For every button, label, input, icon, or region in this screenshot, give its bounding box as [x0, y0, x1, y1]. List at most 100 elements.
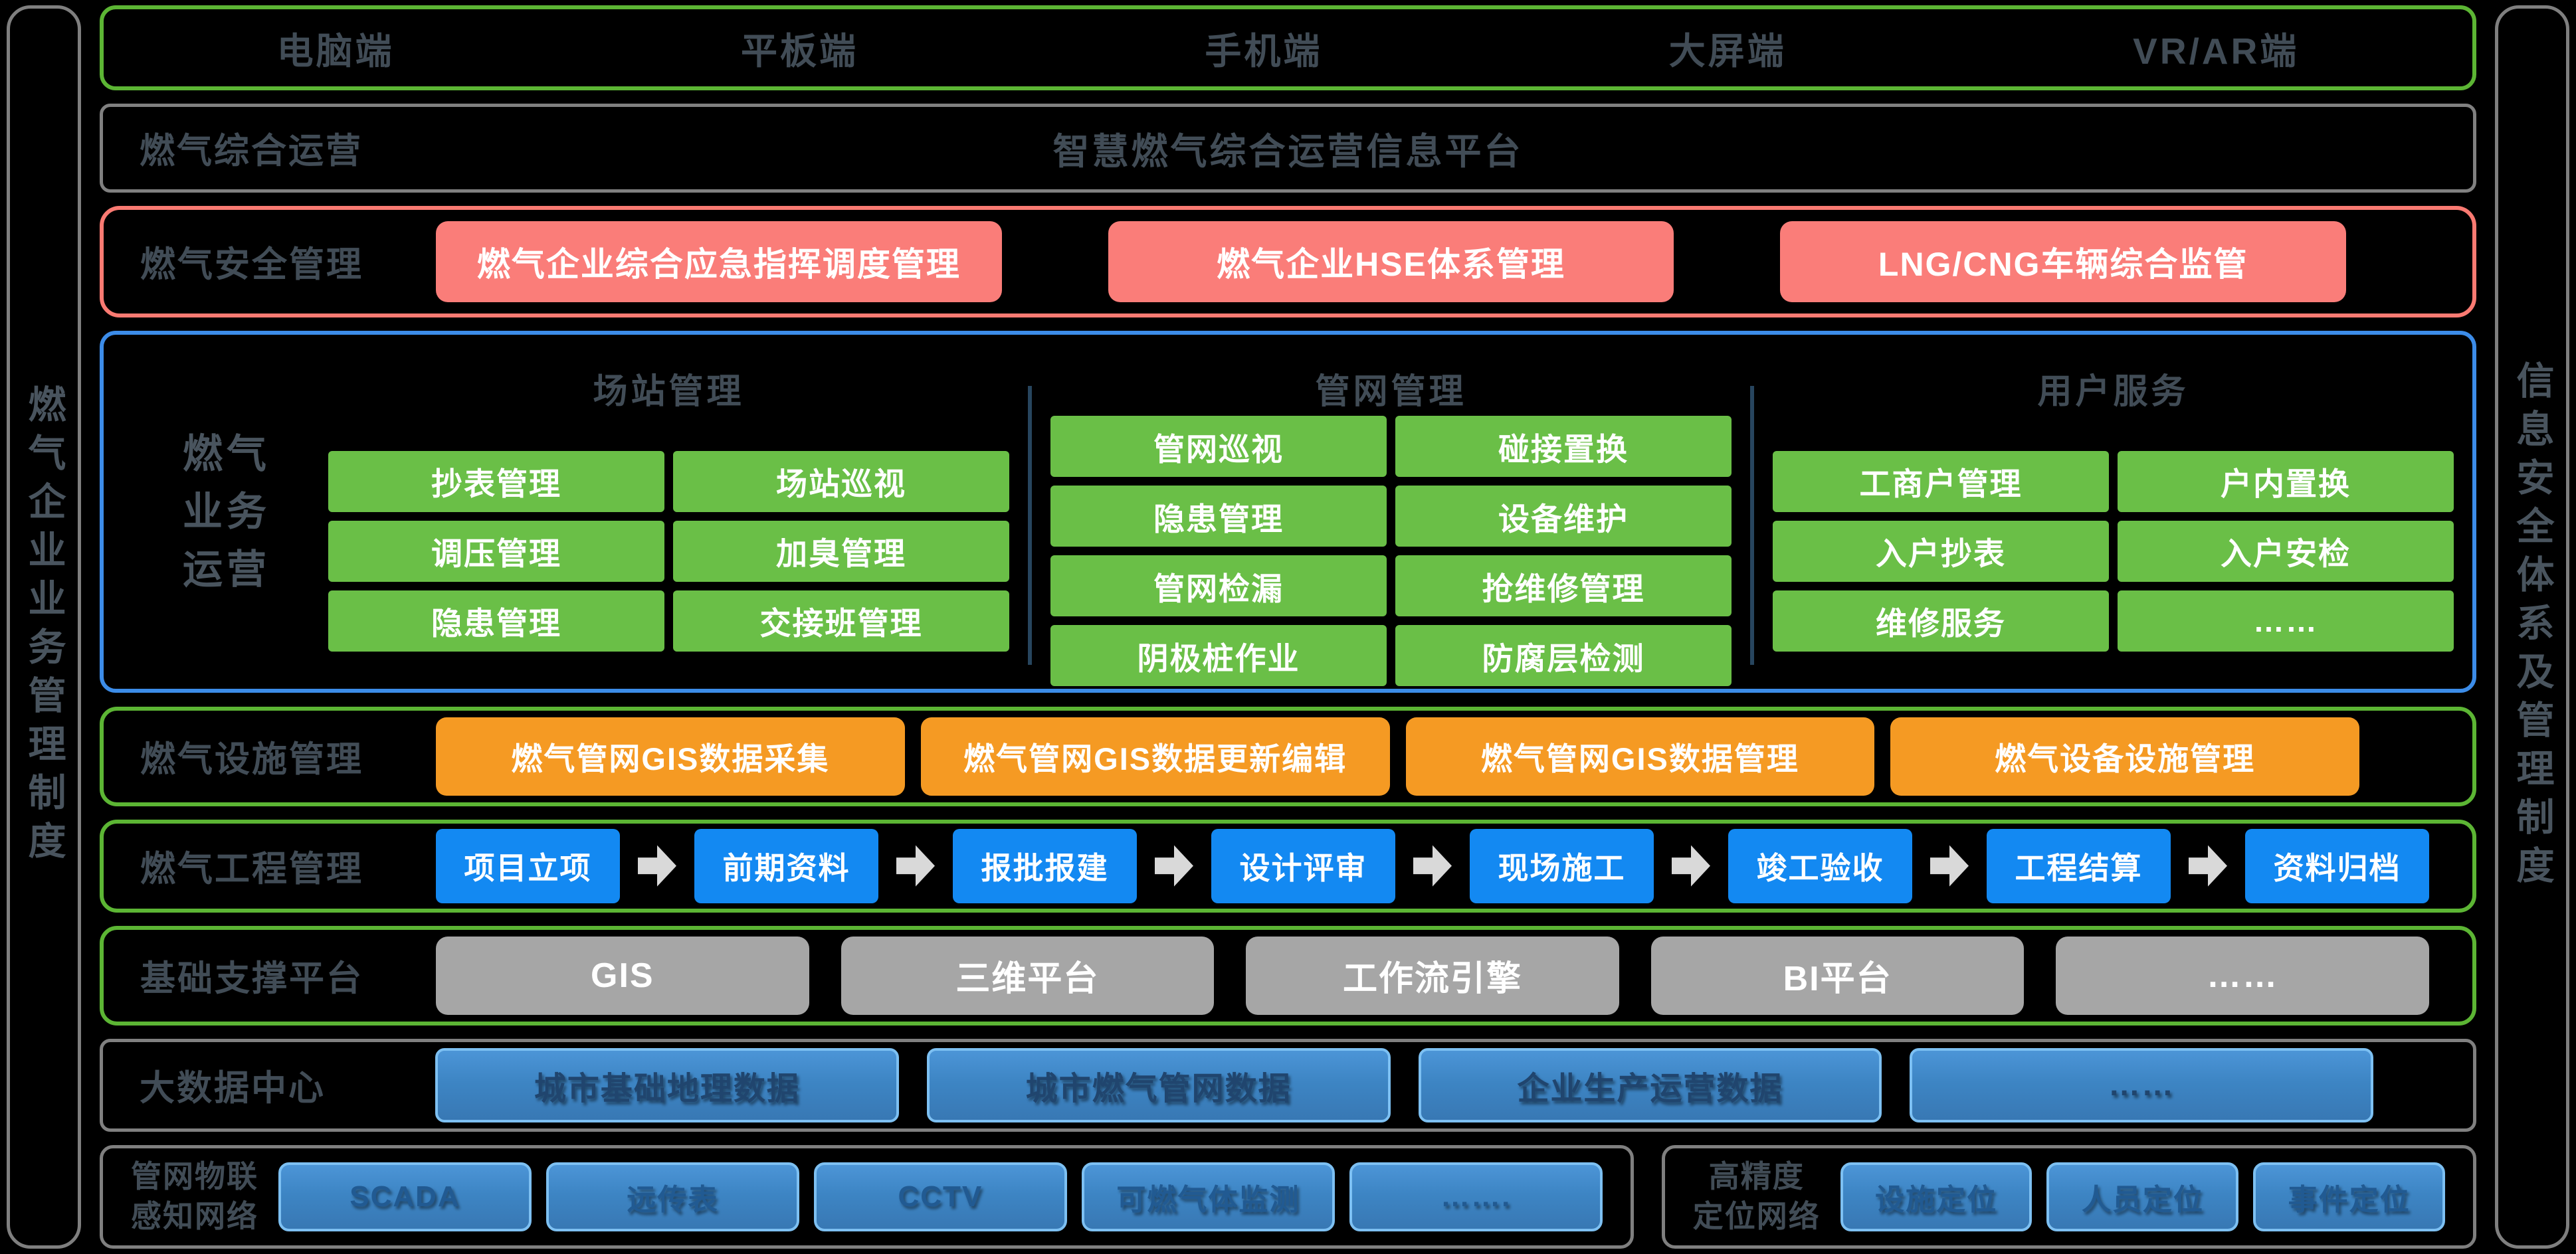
workflow-engine-button[interactable]: 工作流引擎 — [1246, 936, 1619, 1015]
shift-handover-button[interactable]: 交接班管理 — [673, 590, 1009, 652]
equipment-maintenance-button[interactable]: 设备维护 — [1395, 486, 1732, 547]
facility-buttons: 燃气管网GIS数据采集 燃气管网GIS数据更新编辑 燃气管网GIS数据管理 燃气… — [436, 717, 2472, 796]
column-divider — [1750, 386, 1754, 666]
pipeline-management-grid: 管网巡视 碰接置换 隐患管理 设备维护 管网检漏 抢维修管理 阴极桩作业 防腐层… — [1050, 416, 1732, 687]
terminal-item-tablet: 平板端 — [741, 31, 859, 72]
site-construction-button[interactable]: 现场施工 — [1470, 828, 1654, 903]
station-patrol-button[interactable]: 场站巡视 — [673, 450, 1009, 512]
enterprise-operation-data-button[interactable]: 企业生产运营数据 — [1418, 1047, 1882, 1122]
station-management-header: 场站管理 — [593, 373, 745, 412]
iot-label-line: 管网物联 — [131, 1159, 258, 1194]
bigdata-buttons: 城市基础地理数据 城市燃气管网数据 企业生产运营数据 …… — [435, 1047, 2473, 1122]
combustible-gas-monitor-button[interactable]: 可燃气体监测 — [1081, 1162, 1335, 1231]
home-safety-check-button[interactable]: 入户安检 — [2118, 520, 2454, 582]
flow-arrow-icon — [1413, 845, 1452, 887]
emergency-dispatch-button[interactable]: 燃气企业综合应急指挥调度管理 — [436, 221, 1002, 303]
flow-arrow-icon — [1155, 845, 1193, 887]
more-data-button[interactable]: …… — [1910, 1047, 2373, 1122]
engineering-steps: 项目立项 前期资料 报批报建 设计评审 现场施工 竣工验收 工程结算 资料归档 — [436, 828, 2472, 903]
station-hazard-button[interactable]: 隐患管理 — [328, 590, 664, 652]
lng-cng-vehicle-button[interactable]: LNG/CNG车辆综合监管 — [1780, 221, 2347, 303]
safety-row: 燃气安全管理 燃气企业综合应急指挥调度管理 燃气企业HSE体系管理 LNG/CN… — [100, 206, 2476, 318]
iot-buttons: SCADA 远传表 CCTV 可燃气体监测 ……. — [278, 1162, 1631, 1231]
pipeline-patrol-button[interactable]: 管网巡视 — [1050, 416, 1387, 478]
positioning-label-line: 高精度 — [1708, 1159, 1805, 1194]
support-buttons: GIS 三维平台 工作流引擎 BI平台 …… — [436, 936, 2472, 1015]
approval-filing-button[interactable]: 报批报建 — [953, 828, 1137, 903]
iot-label-line: 感知网络 — [131, 1199, 258, 1233]
safety-buttons: 燃气企业综合应急指挥调度管理 燃气企业HSE体系管理 LNG/CNG车辆综合监管 — [436, 221, 2472, 303]
completion-acceptance-button[interactable]: 竣工验收 — [1728, 828, 1912, 903]
gis-data-update-button[interactable]: 燃气管网GIS数据更新编辑 — [920, 717, 1390, 796]
gis-data-management-button[interactable]: 燃气管网GIS数据管理 — [1405, 717, 1875, 796]
pipeline-management-header: 管网管理 — [1315, 373, 1467, 412]
emergency-repair-button[interactable]: 抢维修管理 — [1395, 555, 1732, 617]
terminal-item-pc: 电脑端 — [276, 31, 395, 72]
tapping-replacement-button[interactable]: 碰接置换 — [1395, 416, 1732, 478]
positioning-label-line: 定位网络 — [1692, 1199, 1821, 1233]
project-settlement-button[interactable]: 工程结算 — [1987, 828, 2171, 903]
engineering-row-label: 燃气工程管理 — [140, 849, 363, 889]
support-row: 基础支撑平台 GIS 三维平台 工作流引擎 BI平台 …… — [100, 925, 2476, 1026]
pressure-regulation-button[interactable]: 调压管理 — [328, 520, 664, 582]
archive-filing-button[interactable]: 资料归档 — [2245, 828, 2429, 903]
more-sensors-button[interactable]: ……. — [1349, 1162, 1603, 1231]
left-pillar-label: 燃气企业业务管理制度 — [23, 385, 65, 869]
support-row-label: 基础支撑平台 — [140, 958, 363, 998]
station-management-group: 场站管理 抄表管理 场站巡视 调压管理 加臭管理 隐患管理 交接班管理 — [310, 335, 1028, 689]
project-initiation-button[interactable]: 项目立项 — [436, 828, 620, 903]
leak-detection-button[interactable]: 管网检漏 — [1050, 555, 1387, 617]
terminal-item-vrar: VR/AR端 — [2133, 31, 2300, 72]
equipment-facility-button[interactable]: 燃气设备设施管理 — [1890, 717, 2359, 796]
anticorrosion-test-button[interactable]: 防腐层检测 — [1395, 625, 1732, 687]
platform-title: 智慧燃气综合运营信息平台 — [1052, 131, 1524, 173]
bi-platform-button[interactable]: BI平台 — [1650, 936, 2025, 1015]
terminal-item-bigscreen: 大屏端 — [1668, 31, 1787, 72]
repair-service-button[interactable]: 维修服务 — [1773, 590, 2109, 652]
user-service-header: 用户服务 — [2037, 373, 2189, 412]
commercial-user-button[interactable]: 工商户管理 — [1773, 450, 2109, 512]
gis-platform-button[interactable]: GIS — [436, 936, 809, 1015]
hse-system-button[interactable]: 燃气企业HSE体系管理 — [1108, 221, 1674, 303]
column-divider — [1028, 386, 1032, 666]
more-platforms-button[interactable]: …… — [2056, 936, 2429, 1015]
cctv-button[interactable]: CCTV — [813, 1162, 1067, 1231]
flow-arrow-icon — [896, 845, 935, 887]
right-pillar: 信息安全体系及管理制度 — [2495, 5, 2569, 1249]
pipeline-hazard-button[interactable]: 隐患管理 — [1050, 486, 1387, 547]
personnel-positioning-button[interactable]: 人员定位 — [2046, 1162, 2239, 1231]
design-review-button[interactable]: 设计评审 — [1211, 828, 1395, 903]
bigdata-row-label: 大数据中心 — [140, 1068, 326, 1108]
facility-row: 燃气设施管理 燃气管网GIS数据采集 燃气管网GIS数据更新编辑 燃气管网GIS… — [100, 706, 2476, 806]
business-section-label: 燃气 业务 运营 — [104, 335, 310, 689]
gis-data-collection-button[interactable]: 燃气管网GIS数据采集 — [436, 717, 905, 796]
flow-arrow-icon — [2189, 845, 2227, 887]
station-management-grid: 抄表管理 场站巡视 调压管理 加臭管理 隐患管理 交接班管理 — [328, 450, 1009, 652]
bigdata-row: 大数据中心 城市基础地理数据 城市燃气管网数据 企业生产运营数据 …… — [100, 1038, 2476, 1132]
indoor-replacement-button[interactable]: 户内置换 — [2118, 450, 2454, 512]
three-d-platform-button[interactable]: 三维平台 — [841, 936, 1215, 1015]
scada-button[interactable]: SCADA — [278, 1162, 532, 1231]
more-services-button[interactable]: …… — [2118, 590, 2454, 652]
iot-network-label: 管网物联 感知网络 — [103, 1157, 278, 1237]
network-row: 管网物联 感知网络 SCADA 远传表 CCTV 可燃气体监测 ……. 高精度 … — [100, 1145, 2476, 1249]
positioning-buttons: 设施定位 人员定位 事件定位 — [1840, 1162, 2473, 1231]
flow-arrow-icon — [1672, 845, 1710, 887]
remote-meter-button[interactable]: 远传表 — [545, 1162, 799, 1231]
iot-network-box: 管网物联 感知网络 SCADA 远传表 CCTV 可燃气体监测 ……. — [100, 1145, 1634, 1249]
event-positioning-button[interactable]: 事件定位 — [2253, 1162, 2445, 1231]
preliminary-data-button[interactable]: 前期资料 — [694, 828, 878, 903]
facility-positioning-button[interactable]: 设施定位 — [1840, 1162, 2032, 1231]
odorization-button[interactable]: 加臭管理 — [673, 520, 1009, 582]
left-pillar: 燃气企业业务管理制度 — [7, 5, 81, 1249]
terminal-bar: 电脑端 平板端 手机端 大屏端 VR/AR端 — [100, 5, 2476, 90]
city-gas-pipeline-data-button[interactable]: 城市燃气管网数据 — [926, 1047, 1391, 1122]
meter-reading-button[interactable]: 抄表管理 — [328, 450, 664, 512]
engineering-row: 燃气工程管理 项目立项 前期资料 报批报建 设计评审 现场施工 竣工验收 工程结… — [100, 819, 2476, 913]
safety-row-label: 燃气安全管理 — [140, 245, 363, 285]
diagram-content: 电脑端 平板端 手机端 大屏端 VR/AR端 燃气综合运营 智慧燃气综合运营信息… — [100, 5, 2476, 1249]
city-basic-geo-data-button[interactable]: 城市基础地理数据 — [435, 1047, 899, 1122]
cathodic-pile-button[interactable]: 阴极桩作业 — [1050, 625, 1387, 687]
home-meter-reading-button[interactable]: 入户抄表 — [1773, 520, 2109, 582]
